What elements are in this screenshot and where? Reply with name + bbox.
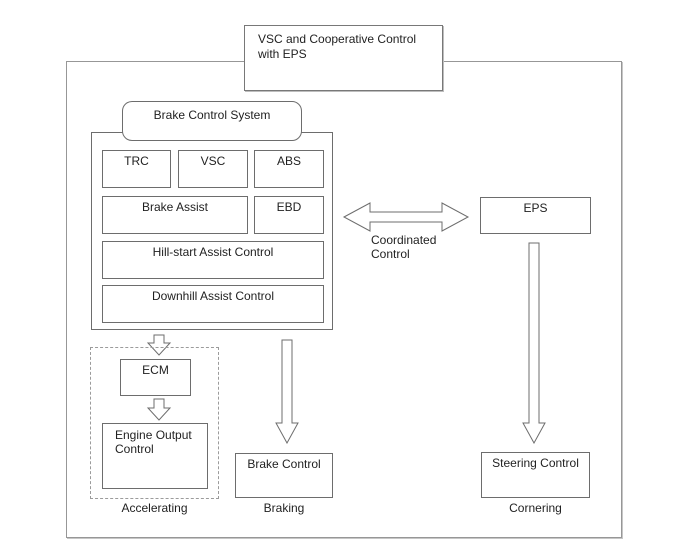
accelerating-down-arrow-icon xyxy=(146,334,172,356)
eps-down-arrow-icon xyxy=(522,242,546,444)
braking-caption: Braking xyxy=(263,501,305,515)
brake-assist-label: Brake Assist xyxy=(141,200,209,214)
diagram-title-box: VSC and Cooperative Control with EPS xyxy=(244,25,443,91)
brake-control-label: Brake Control xyxy=(247,457,321,471)
eps-box: EPS xyxy=(480,197,591,234)
braking-down-arrow-icon xyxy=(275,339,299,444)
brake-control-system-container: TRC VSC ABS Brake Assist EBD Hill-start … xyxy=(91,132,333,330)
eps-label: EPS xyxy=(523,201,548,215)
trc-label: TRC xyxy=(124,154,149,168)
hill-start-assist-control-label: Hill-start Assist Control xyxy=(152,245,274,259)
accelerating-caption: Accelerating xyxy=(121,501,188,515)
vsc-box: VSC xyxy=(178,150,248,188)
coordinated-control-label: Coordinated Control xyxy=(371,233,437,261)
downhill-assist-control-label: Downhill Assist Control xyxy=(151,289,275,303)
ecm-box: ECM xyxy=(120,359,191,396)
ebd-label: EBD xyxy=(276,200,302,214)
accelerating-group-box xyxy=(90,347,219,499)
engine-output-control-label: Engine Output Control xyxy=(115,428,192,456)
diagram-title: VSC and Cooperative Control with EPS xyxy=(258,32,417,61)
brake-control-box: Brake Control xyxy=(235,453,333,498)
vsc-label: VSC xyxy=(200,154,226,168)
ecm-down-arrow-icon xyxy=(146,398,172,421)
cornering-caption: Cornering xyxy=(509,501,562,515)
double-arrow-icon xyxy=(342,202,470,232)
abs-label: ABS xyxy=(276,154,301,168)
steering-control-box: Steering Control xyxy=(481,452,590,498)
hill-start-assist-control-box: Hill-start Assist Control xyxy=(102,241,324,279)
abs-box: ABS xyxy=(254,150,324,188)
brake-control-system-header: Brake Control System xyxy=(122,101,302,141)
brake-control-system-label: Brake Control System xyxy=(153,108,271,122)
downhill-assist-control-box: Downhill Assist Control xyxy=(102,285,324,323)
trc-box: TRC xyxy=(102,150,171,188)
ebd-box: EBD xyxy=(254,196,324,234)
ecm-label: ECM xyxy=(142,363,169,377)
brake-assist-box: Brake Assist xyxy=(102,196,248,234)
engine-output-control-box: Engine Output Control xyxy=(102,423,208,489)
steering-control-label: Steering Control xyxy=(492,456,579,470)
